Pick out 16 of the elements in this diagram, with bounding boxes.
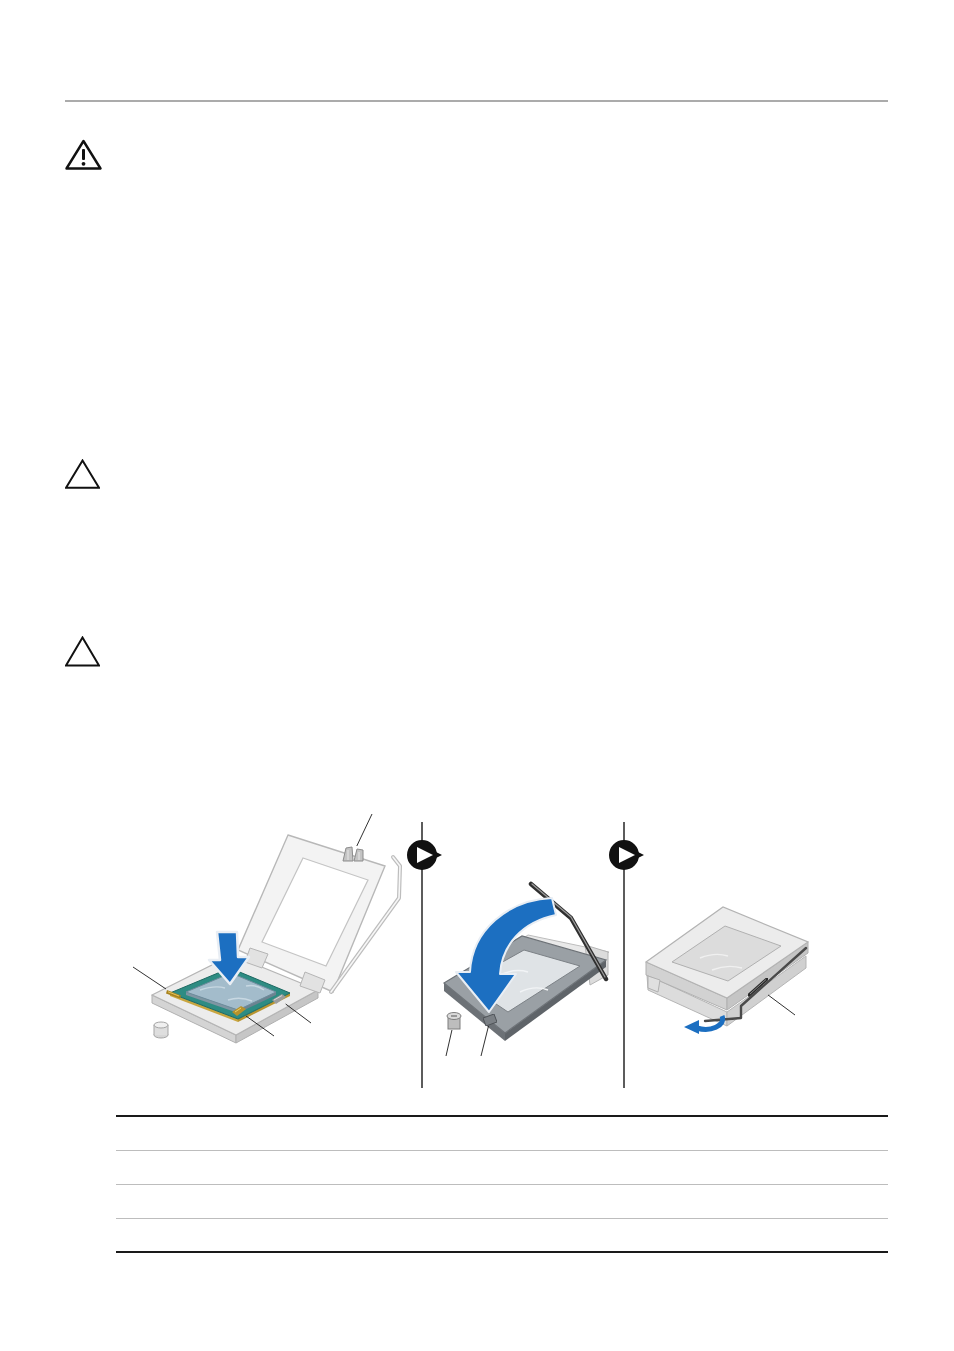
- leader-line: [767, 994, 796, 1016]
- release-lever: [748, 978, 768, 997]
- next-step-arrow: [407, 840, 442, 870]
- leader-line: [356, 813, 373, 847]
- leader-line: [480, 1025, 489, 1057]
- leader-line: [245, 1015, 275, 1037]
- processor-notch: [232, 1006, 246, 1016]
- leader-line: [285, 1003, 312, 1024]
- socket-key: [272, 994, 286, 1004]
- cover-tab: [342, 846, 364, 862]
- next-step-arrow: [609, 840, 644, 870]
- leader-line: [132, 966, 167, 990]
- shoulder-screw: [446, 1012, 462, 1030]
- cover-notch: [483, 1014, 497, 1026]
- processor-corner: [166, 989, 181, 999]
- leader-line: [445, 1029, 453, 1057]
